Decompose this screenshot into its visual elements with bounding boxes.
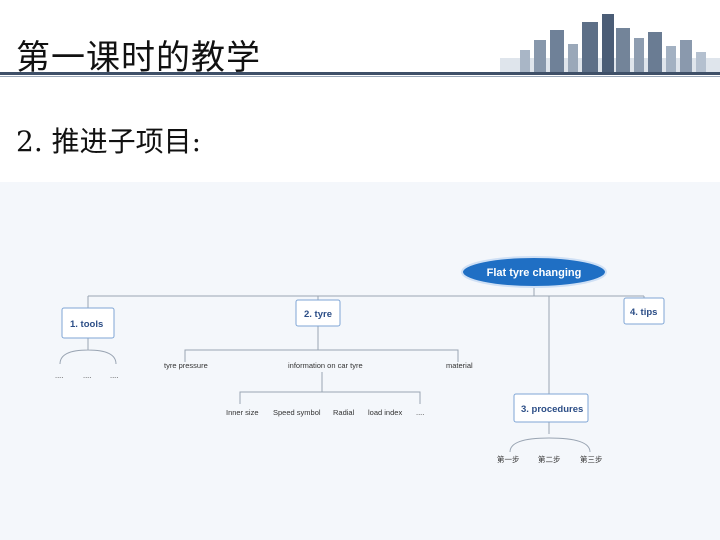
procedures-child-3: 第三步 <box>580 454 603 464</box>
tips-node-label: 4. tips <box>630 307 657 318</box>
tyre-child-material: material <box>446 361 473 370</box>
slide-header: 第一课时的教学 <box>0 0 720 84</box>
city-skyline-image <box>500 14 720 72</box>
info-child-inner-size: Inner size <box>226 408 259 417</box>
procedures-node <box>513 393 589 423</box>
connector-procedures-children <box>509 422 591 453</box>
tools-child-2: .... <box>83 371 91 380</box>
slide-title: 第一课时的教学 <box>16 38 261 78</box>
connector-tools-children <box>59 338 117 365</box>
tyre-node <box>295 299 341 327</box>
info-child-radial: Radial <box>333 408 355 417</box>
tips-node <box>623 297 665 325</box>
info-child-more: .... <box>416 408 424 417</box>
tyre-child-pressure: tyre pressure <box>164 361 208 370</box>
root-node <box>461 256 607 288</box>
info-child-load-index: load index <box>368 408 402 417</box>
procedures-node-label: 3. procedures <box>521 404 583 415</box>
section-subtitle: 2. 推进子项目: <box>16 125 202 158</box>
info-child-speed-symbol: Speed symbol <box>273 408 321 417</box>
procedures-child-2: 第二步 <box>538 454 561 464</box>
tyre-node-label: 2. tyre <box>304 309 332 320</box>
title-divider <box>0 72 720 75</box>
tools-child-3: .... <box>110 371 118 380</box>
mind-map-diagram: Flat tyre changing 1. tools 2. tyre 3. p… <box>55 256 665 464</box>
connector-info-children <box>239 372 421 404</box>
connector-tyre-children <box>184 326 459 362</box>
procedures-child-1: 第一步 <box>497 454 520 464</box>
tyre-child-information: information on car tyre <box>288 361 363 370</box>
tools-child-1: .... <box>55 371 63 380</box>
title-divider-thin <box>0 76 720 77</box>
diagram-panel <box>0 182 720 540</box>
tools-node-label: 1. tools <box>70 319 103 330</box>
tools-node <box>61 307 115 339</box>
root-node-label: Flat tyre changing <box>487 267 582 279</box>
